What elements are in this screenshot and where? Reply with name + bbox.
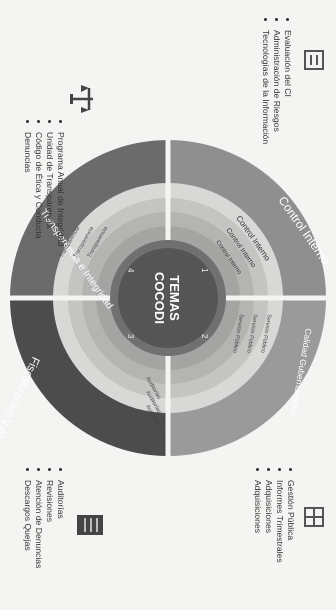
list-item: Descargos Quejas bbox=[22, 480, 33, 600]
list-item: Denuncias bbox=[22, 132, 33, 252]
list-item: Adquisiciones bbox=[263, 480, 274, 610]
list-item: Revisiones bbox=[44, 480, 55, 600]
center-line-2: COCODI bbox=[152, 272, 167, 324]
center-circle bbox=[118, 248, 218, 348]
list-item: Auditorías bbox=[55, 480, 66, 600]
quadrant-number-4: 4 bbox=[126, 268, 135, 273]
list-item: Atención de Denuncias bbox=[33, 480, 44, 600]
document-icon bbox=[77, 515, 103, 535]
list-control-interno: Evaluación del CI Administración de Ries… bbox=[260, 20, 293, 200]
grid-icon bbox=[304, 507, 324, 527]
list-calidad: Gestión Pública Informes Trimestrales Ad… bbox=[252, 470, 296, 610]
list-fiscalizacion: Auditorías Revisiones Atención de Denunc… bbox=[22, 470, 66, 600]
checklist-icon bbox=[304, 50, 324, 70]
center-line-1: TEMAS bbox=[167, 275, 182, 321]
list-item: Tecnologías de la Información bbox=[260, 30, 271, 200]
list-item: Código de Ética y Conducta bbox=[33, 132, 44, 252]
list-item: Adquisiciones bbox=[252, 480, 263, 610]
quadrant-number-1: 1 bbox=[200, 268, 209, 273]
list-transparencia: Programa Anual de Integridad Unidad de T… bbox=[22, 122, 66, 252]
list-item: Administración de Riesgos bbox=[271, 30, 282, 200]
quadrant-title-fiscalizacion: Fiscalización y Auditoría bbox=[0, 355, 41, 472]
list-item: Programa Anual de Integridad bbox=[55, 132, 66, 252]
scales-icon bbox=[70, 85, 93, 113]
quadrant-number-2: 2 bbox=[200, 334, 209, 339]
list-item: Informes Trimestrales bbox=[274, 480, 285, 610]
list-item: Unidad de Transparencia bbox=[44, 132, 55, 252]
list-item: Evaluación del CI bbox=[282, 30, 293, 200]
list-item: Gestión Pública bbox=[285, 480, 296, 610]
quadrant-number-3: 3 bbox=[126, 334, 135, 339]
